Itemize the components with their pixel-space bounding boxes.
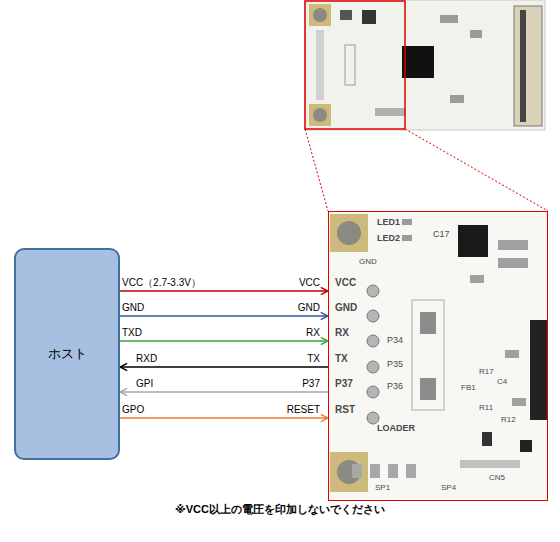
pin [367, 335, 379, 347]
transistor [482, 432, 492, 446]
chip [420, 378, 436, 400]
mounting-pad [309, 104, 331, 126]
chip-outline [345, 45, 355, 85]
led [402, 219, 412, 225]
mcu-chip [402, 46, 434, 78]
silkscreen-text: GND [335, 303, 357, 313]
chip-outline [412, 300, 444, 410]
silkscreen-text: RST [335, 405, 355, 415]
board-photo: LED1LED2 C17GND VCC GND RX TX P34P35P36 P37RST L… [328, 211, 548, 501]
signal-label: RXD [136, 353, 157, 365]
node-label: ホスト [48, 345, 87, 363]
resistor [512, 398, 526, 406]
diode [520, 440, 532, 452]
resistor [440, 15, 458, 23]
fpc-contacts [520, 10, 526, 122]
pads [375, 108, 405, 116]
resistor [498, 258, 528, 268]
silkscreen-text: LED1 [377, 218, 400, 227]
pin-header [316, 30, 324, 100]
silkscreen-text: GND [359, 258, 377, 266]
silkscreen-text: RX [335, 328, 349, 338]
silkscreen-text: P34 [387, 336, 403, 345]
mounting-pad [309, 4, 331, 26]
small-chip [340, 10, 352, 20]
inductor [458, 225, 488, 257]
silkscreen-text: LED2 [377, 234, 400, 243]
pin-name: RX [306, 327, 320, 339]
silkscreen-text: R11 [479, 404, 493, 412]
signal-wire [120, 417, 328, 419]
silkscreen-text: SP4 [441, 484, 456, 492]
silkscreen-text: SP1 [375, 484, 390, 492]
silkscreen-text: LOADER [377, 424, 415, 433]
signal-label: GPO [122, 404, 144, 416]
silkscreen-text: VCC [335, 278, 356, 288]
small-chip [362, 10, 376, 24]
mounting-pad [330, 214, 368, 252]
signal-label: TXD [122, 327, 142, 339]
pin-name: RESET [287, 404, 320, 416]
zoom-frame [305, 1, 405, 129]
pin [367, 386, 379, 398]
zoom-leader [305, 129, 328, 211]
resistor [505, 350, 519, 358]
signal-label: GND [122, 302, 144, 314]
silkscreen-text: CN5 [489, 474, 505, 482]
mounting-hole [337, 221, 361, 245]
pad [352, 464, 362, 478]
silkscreen-text: C17 [433, 230, 450, 239]
pin-name: GND [298, 302, 320, 314]
pin-name: TX [307, 353, 320, 365]
signal-wire [120, 366, 328, 368]
pad [370, 464, 380, 478]
resistor [450, 95, 464, 103]
silkscreen-text: TX [335, 354, 348, 364]
signal-wire [120, 315, 328, 317]
fpc-connector [514, 6, 542, 126]
pin [367, 285, 379, 297]
silkscreen-text: FB1 [461, 384, 476, 392]
mounting-hole [337, 460, 361, 484]
signal-label: GPI [136, 378, 153, 390]
warning-note: ※VCC以上の電圧を印加しないでください [0, 502, 560, 517]
silkscreen-text: C4 [497, 378, 507, 386]
pin [367, 361, 379, 373]
host-box: ホスト [14, 248, 120, 460]
pad [406, 464, 416, 478]
pcb [328, 211, 548, 501]
signal-wire [120, 290, 328, 292]
led [402, 235, 412, 241]
pads [460, 460, 520, 468]
pad [388, 464, 398, 478]
pin-name: P37 [302, 378, 320, 390]
signal-label: VCC（2.7-3.3V） [122, 277, 201, 289]
resistor [470, 275, 484, 283]
silkscreen-text: R17 [479, 368, 494, 376]
pin-name: VCC [299, 277, 320, 289]
mini-board [305, 0, 545, 130]
chip [420, 312, 436, 334]
silkscreen-text: R12 [501, 416, 516, 424]
pin [367, 310, 379, 322]
zoom-leader [405, 129, 548, 211]
mounting-hole [313, 8, 327, 22]
silkscreen-text: P37 [335, 379, 353, 389]
resistor [470, 30, 482, 38]
resistor [498, 240, 528, 250]
silkscreen-text: P36 [387, 382, 403, 391]
mounting-pad [330, 452, 368, 492]
signal-wire [120, 391, 328, 393]
silkscreen-text: P35 [387, 360, 403, 369]
signal-wire [120, 340, 328, 342]
mounting-hole [313, 108, 327, 122]
connector [530, 320, 548, 420]
pin [367, 412, 379, 424]
